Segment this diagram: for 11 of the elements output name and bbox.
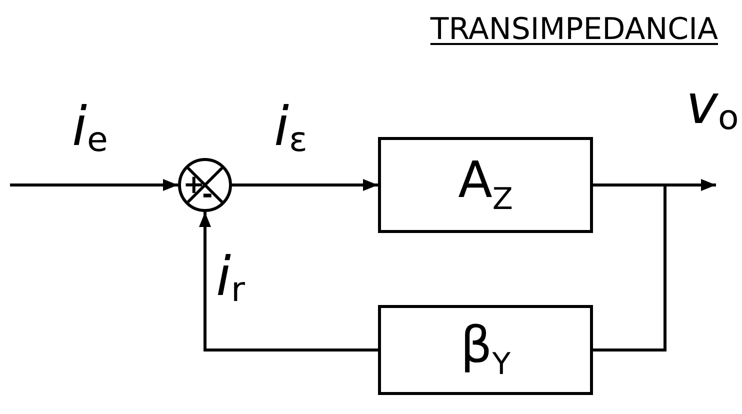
signal-arrow	[232, 179, 378, 191]
signal-arrow	[10, 179, 178, 191]
transfer-block	[378, 305, 593, 395]
summing-junction	[178, 158, 232, 212]
sign-label: +	[183, 172, 205, 198]
block-label: A$_{Z}$	[458, 155, 513, 215]
diagram-title: TRANSIMPEDANCIA	[430, 12, 718, 47]
signal-arrow	[199, 212, 378, 352]
transfer-block	[378, 137, 593, 233]
block-label: β$_{Y}$	[460, 320, 511, 380]
sign-label: -	[202, 182, 213, 208]
